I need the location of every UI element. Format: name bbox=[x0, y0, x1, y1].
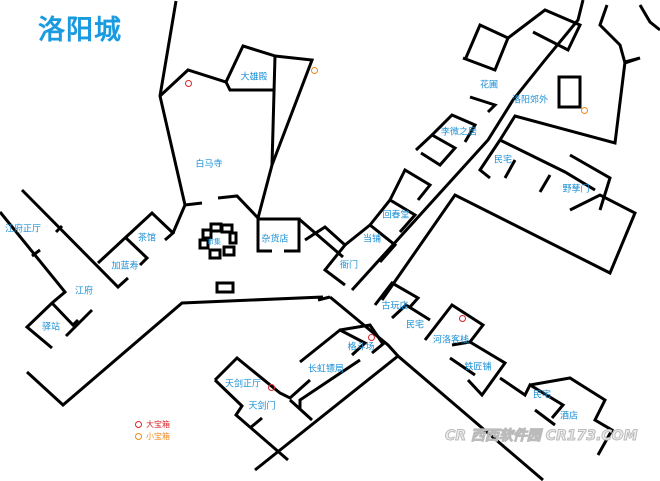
legend-big-chest: 大宝箱 bbox=[135, 419, 170, 430]
location-label: 衙门 bbox=[339, 260, 359, 271]
location-label: 回春堂 bbox=[382, 210, 410, 221]
location-label: 江府 bbox=[74, 286, 94, 297]
big-chest-marker bbox=[268, 384, 275, 391]
location-label: 酒店 bbox=[559, 411, 579, 422]
location-label: 长虹镖局 bbox=[307, 364, 345, 375]
location-label: 古玩店 bbox=[381, 301, 409, 312]
location-label: 洛阳郊外 bbox=[511, 95, 549, 106]
location-label: 民宅 bbox=[405, 320, 425, 331]
location-label: 天剑门 bbox=[248, 401, 276, 412]
location-label: 杂货店 bbox=[261, 234, 289, 245]
big-chest-marker bbox=[459, 315, 466, 322]
legend-small-chest: 小宝箱 bbox=[135, 431, 170, 442]
location-label: 民宅 bbox=[532, 390, 552, 401]
small-chest-marker bbox=[581, 107, 588, 114]
small-chest-icon bbox=[135, 433, 142, 440]
location-label: 李微之居 bbox=[440, 127, 478, 138]
location-label: 铁匠铺 bbox=[464, 362, 492, 373]
watermark: CR 西西软件园 CR173.COM bbox=[445, 428, 639, 445]
location-label: 格斗场 bbox=[347, 342, 375, 353]
location-label: 民宅 bbox=[493, 155, 513, 166]
location-label: 野孳门 bbox=[562, 184, 590, 195]
location-label: 大雄殿 bbox=[240, 72, 268, 83]
location-label: 花圃 bbox=[479, 80, 499, 91]
legend-label: 小宝箱 bbox=[146, 432, 170, 441]
location-label: 市集 bbox=[207, 238, 221, 246]
location-label: 茶馆 bbox=[137, 233, 157, 244]
big-chest-marker bbox=[368, 334, 375, 341]
big-chest-icon bbox=[135, 421, 142, 428]
location-label: 白马寺 bbox=[195, 159, 223, 170]
location-label: 河洛客栈 bbox=[432, 335, 470, 346]
location-label: 天剑正厅 bbox=[224, 379, 262, 390]
location-label: 驿站 bbox=[41, 322, 61, 333]
big-chest-marker bbox=[185, 80, 192, 87]
small-chest-marker bbox=[311, 67, 318, 74]
legend-label: 大宝箱 bbox=[146, 420, 170, 429]
location-label: 当铺 bbox=[362, 234, 382, 245]
location-label: 江府正厅 bbox=[4, 224, 42, 235]
map-title: 洛阳城 bbox=[38, 15, 122, 46]
location-label: 加蓝寿 bbox=[111, 261, 139, 272]
